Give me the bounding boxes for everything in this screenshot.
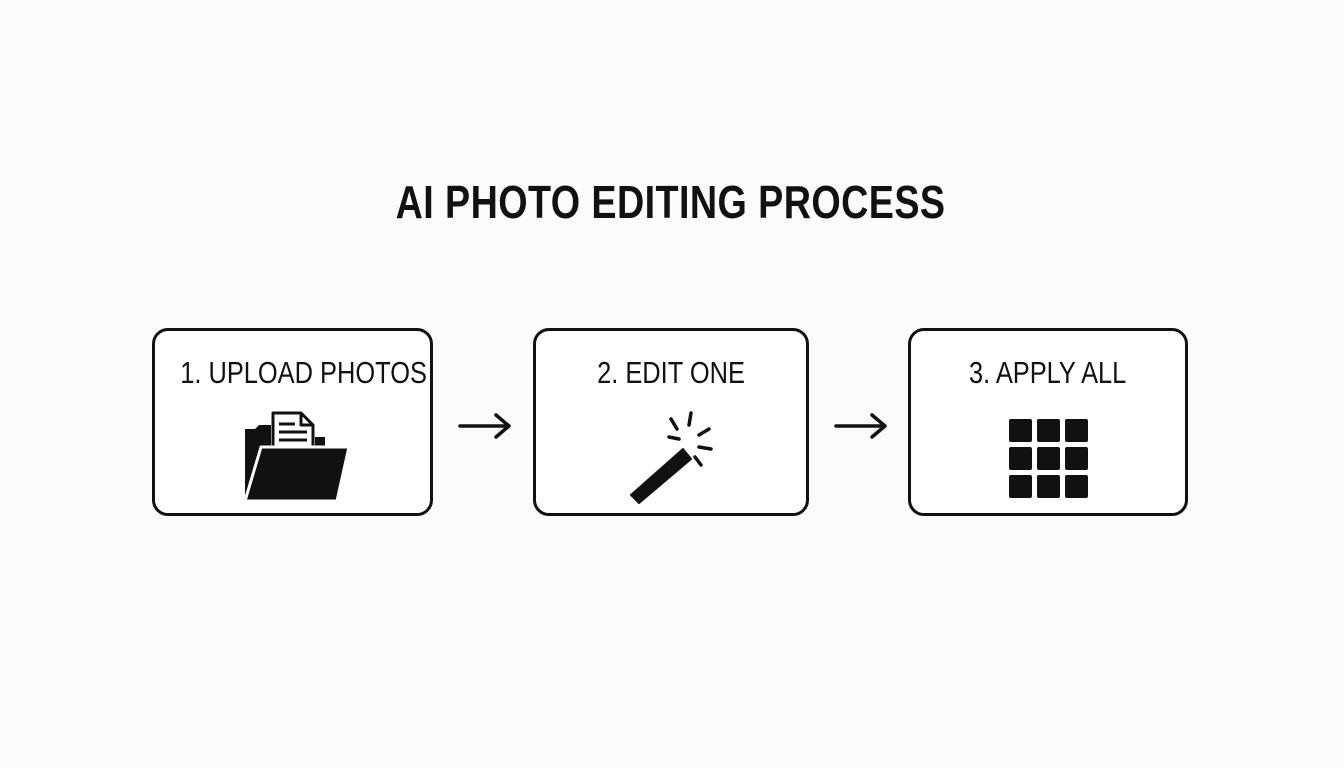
step-apply-all: 3. APPLY ALL bbox=[908, 328, 1188, 516]
step-edit-one: 2. EDIT ONE bbox=[533, 328, 809, 516]
step-label: 3. APPLY ALL bbox=[968, 355, 1127, 390]
folder-with-document-icon bbox=[243, 411, 351, 503]
grid-icon bbox=[1009, 419, 1088, 498]
step-upload-photos: 1. UPLOAD PHOTOS bbox=[152, 328, 433, 516]
step-label: 1. UPLOAD PHOTOS bbox=[180, 355, 427, 390]
magic-wand-icon bbox=[630, 411, 713, 504]
step-label: 2. EDIT ONE bbox=[597, 355, 745, 390]
diagram-title: AI PHOTO EDITING PROCESS bbox=[395, 176, 946, 228]
arrow-right-icon bbox=[834, 413, 887, 439]
arrow-right-icon bbox=[458, 413, 511, 439]
